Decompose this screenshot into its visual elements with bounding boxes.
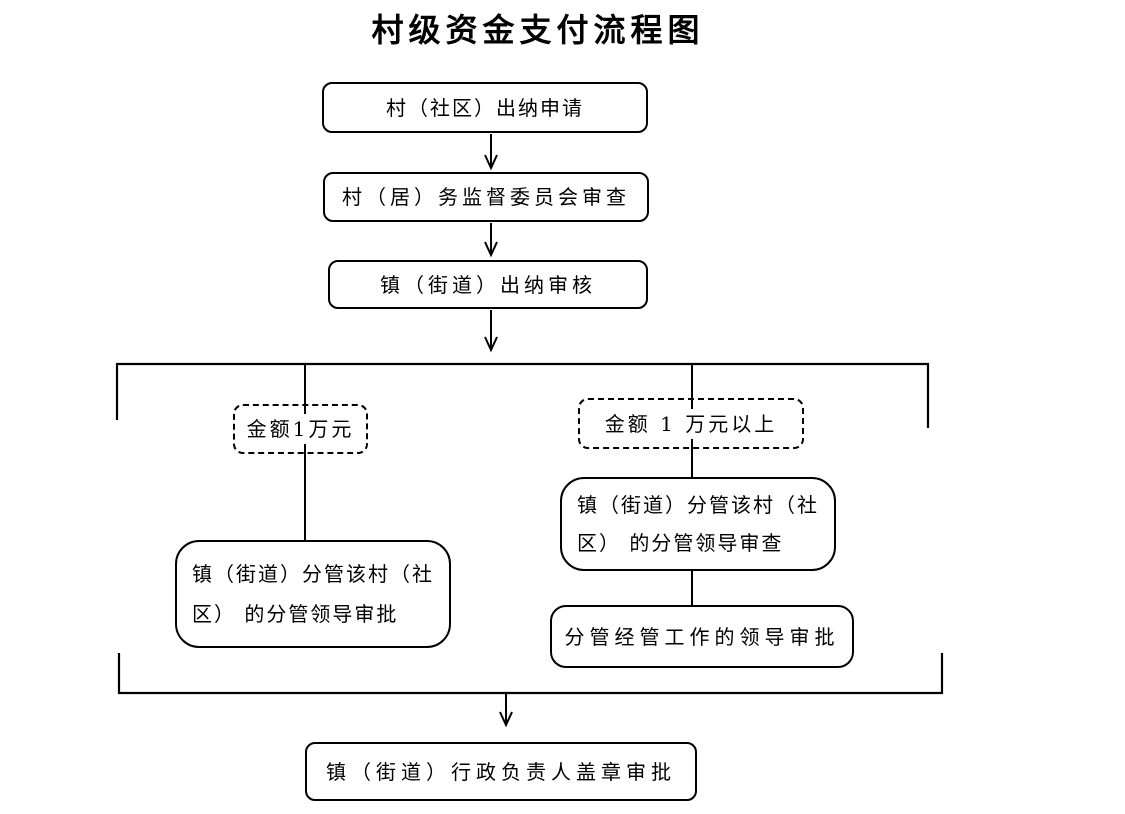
condition-amount-over-10k: 金额 1 万元以上 (578, 398, 804, 449)
node-town-charge-leader-review: 镇（街道）分管该村（社 区） 的分管领导审查 (560, 477, 836, 571)
node-town-cashier-audit: 镇（街道）出纳审核 (328, 260, 648, 309)
node-operations-leader-approval: 分管经管工作的领导审批 (550, 605, 854, 668)
condition-amount-up-to-10k-label: 金额1万元 (243, 414, 358, 444)
condition-amount-up-to-10k: 金额1万元 (233, 404, 368, 454)
node-town-chief-seal-approval: 镇（街道）行政负责人盖章审批 (305, 742, 697, 801)
branch-top-bracket (115, 362, 930, 428)
node-village-supervision-committee-review: 村（居）务监督委员会审查 (323, 172, 649, 222)
node-town-charge-leader-approval: 镇（街道）分管该村（社 区） 的分管领导审批 (175, 540, 451, 648)
node-village-cashier-application: 村（社区）出纳申请 (322, 82, 648, 133)
flowchart-title: 村级资金支付流程图 (371, 12, 705, 48)
condition-amount-over-10k-label: 金额 1 万元以上 (601, 408, 781, 439)
merge-bottom-bracket (117, 653, 944, 695)
